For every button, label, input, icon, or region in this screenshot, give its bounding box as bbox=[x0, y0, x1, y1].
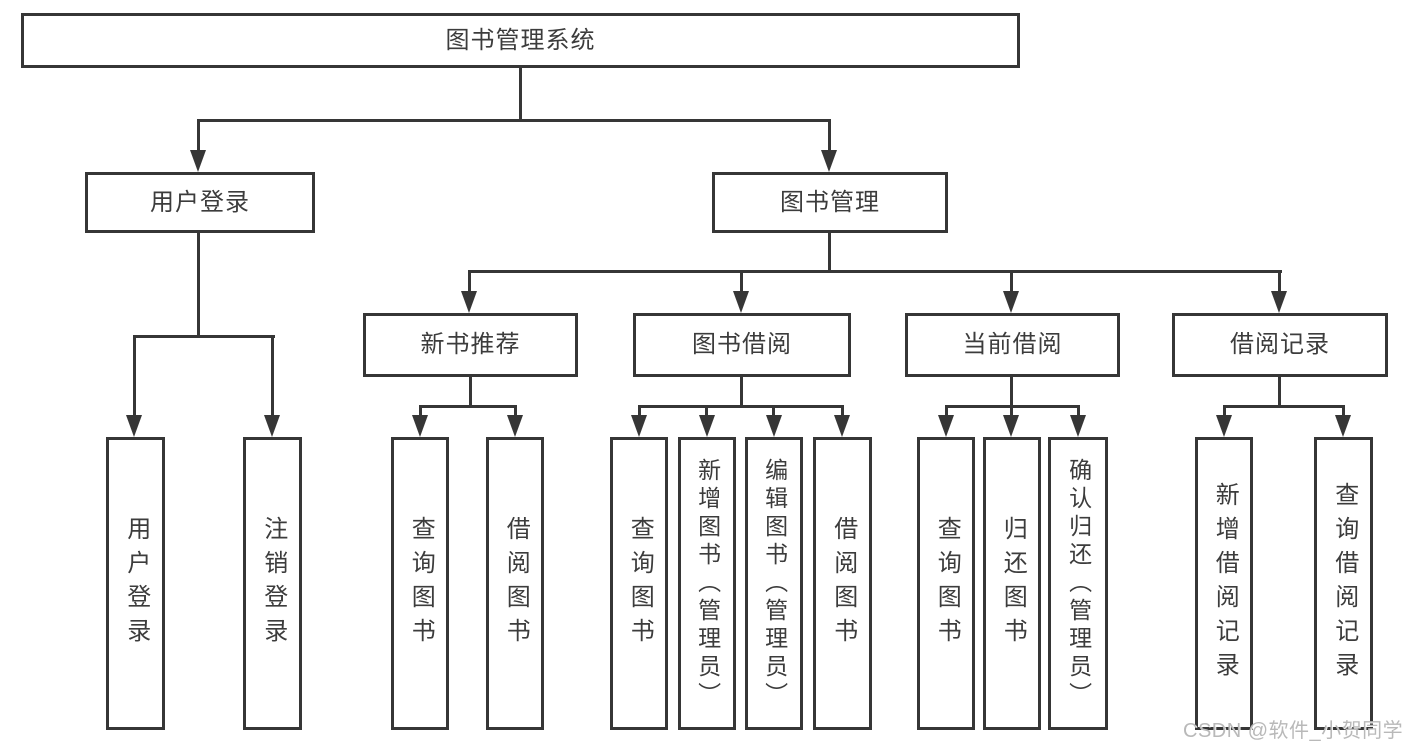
connector-line bbox=[945, 405, 948, 417]
connector-line bbox=[197, 119, 200, 152]
leaf-user-login-label: 用户登录 bbox=[122, 515, 150, 652]
leaf-edit-books-admin-label: 编辑图书︵管理员︶ bbox=[761, 457, 788, 710]
node-new-book-recommend: 新书推荐 bbox=[363, 313, 578, 377]
arrowhead-down-icon bbox=[1003, 291, 1019, 313]
node-new-book-recommend-label: 新书推荐 bbox=[420, 331, 521, 358]
connector-line bbox=[469, 377, 472, 408]
leaf-add-books-admin-label: 新增图书︵管理员︶ bbox=[694, 457, 721, 710]
arrowhead-down-icon bbox=[264, 415, 280, 437]
node-book-management-label: 图书管理 bbox=[780, 188, 880, 216]
node-book-borrow-label: 图书借阅 bbox=[692, 331, 792, 358]
arrowhead-down-icon bbox=[821, 150, 837, 172]
node-borrow-records: 借阅记录 bbox=[1172, 313, 1388, 377]
arrowhead-down-icon bbox=[1335, 415, 1351, 437]
connector-line bbox=[133, 335, 136, 417]
leaf-borrow-books-1-label: 借阅图书 bbox=[502, 515, 530, 652]
arrowhead-down-icon bbox=[631, 415, 647, 437]
leaf-return-books: 归还图书 bbox=[983, 437, 1041, 730]
arrowhead-down-icon bbox=[190, 150, 206, 172]
connector-line bbox=[828, 233, 831, 272]
leaf-query-books-3-label: 查询图书 bbox=[933, 515, 961, 652]
arrowhead-down-icon bbox=[938, 415, 954, 437]
node-library-system: 图书管理系统 bbox=[21, 13, 1020, 68]
connector-line bbox=[419, 405, 422, 417]
leaf-confirm-return-admin: 确认归还︵管理员︶ bbox=[1048, 437, 1108, 730]
leaf-borrow-books-1: 借阅图书 bbox=[486, 437, 544, 730]
arrowhead-down-icon bbox=[766, 415, 782, 437]
leaf-query-books-3: 查询图书 bbox=[917, 437, 975, 730]
leaf-query-books-1-label: 查询图书 bbox=[407, 515, 435, 652]
node-book-borrow: 图书借阅 bbox=[633, 313, 851, 377]
connector-line bbox=[638, 405, 844, 408]
connector-line bbox=[468, 270, 471, 293]
node-user-login: 用户登录 bbox=[85, 172, 315, 233]
connector-line bbox=[468, 270, 1282, 273]
arrowhead-down-icon bbox=[1003, 415, 1019, 437]
leaf-return-books-label: 归还图书 bbox=[999, 515, 1027, 652]
connector-line bbox=[1077, 405, 1080, 417]
connector-line bbox=[638, 405, 641, 417]
connector-line bbox=[133, 335, 275, 338]
node-library-system-label: 图书管理系统 bbox=[445, 26, 596, 54]
connector-line bbox=[514, 405, 517, 417]
leaf-query-borrow-record-label: 查询借阅记录 bbox=[1330, 481, 1358, 686]
connector-line bbox=[519, 67, 522, 120]
leaf-query-books-2-label: 查询图书 bbox=[626, 515, 654, 652]
node-current-borrow-label: 当前借阅 bbox=[962, 331, 1063, 358]
leaf-logout: 注销登录 bbox=[243, 437, 302, 730]
connector-line bbox=[1010, 270, 1013, 293]
leaf-query-borrow-record: 查询借阅记录 bbox=[1314, 437, 1373, 730]
arrowhead-down-icon bbox=[699, 415, 715, 437]
connector-line bbox=[1223, 405, 1345, 408]
leaf-add-borrow-record-label: 新增借阅记录 bbox=[1211, 481, 1239, 686]
connector-line bbox=[1010, 405, 1013, 417]
connector-line bbox=[197, 119, 831, 122]
watermark: CSDN @软件_小贺同学 bbox=[1183, 720, 1404, 742]
arrowhead-down-icon bbox=[1216, 415, 1232, 437]
arrowhead-down-icon bbox=[834, 415, 850, 437]
arrowhead-down-icon bbox=[461, 291, 477, 313]
node-user-login-label: 用户登录 bbox=[150, 188, 250, 216]
connector-line bbox=[1342, 405, 1345, 417]
leaf-query-books-2: 查询图书 bbox=[610, 437, 668, 730]
connector-line bbox=[740, 377, 743, 408]
leaf-confirm-return-admin-label: 确认归还︵管理员︶ bbox=[1065, 457, 1092, 710]
arrowhead-down-icon bbox=[412, 415, 428, 437]
connector-line bbox=[1223, 405, 1226, 417]
leaf-user-login: 用户登录 bbox=[106, 437, 165, 730]
arrowhead-down-icon bbox=[733, 291, 749, 313]
node-book-management: 图书管理 bbox=[712, 172, 948, 233]
connector-line bbox=[1010, 377, 1013, 408]
connector-line bbox=[271, 335, 274, 417]
connector-line bbox=[1278, 270, 1281, 293]
leaf-add-borrow-record: 新增借阅记录 bbox=[1195, 437, 1253, 730]
connector-line bbox=[740, 270, 743, 293]
node-current-borrow: 当前借阅 bbox=[905, 313, 1120, 377]
arrowhead-down-icon bbox=[1070, 415, 1086, 437]
connector-line bbox=[419, 405, 517, 408]
leaf-borrow-books-2: 借阅图书 bbox=[813, 437, 872, 730]
connector-line bbox=[1278, 377, 1281, 408]
leaf-logout-label: 注销登录 bbox=[259, 515, 287, 652]
arrowhead-down-icon bbox=[126, 415, 142, 437]
connector-line bbox=[197, 233, 200, 337]
arrowhead-down-icon bbox=[507, 415, 523, 437]
connector-line bbox=[841, 405, 844, 417]
leaf-borrow-books-2-label: 借阅图书 bbox=[829, 515, 857, 652]
leaf-query-books-1: 查询图书 bbox=[391, 437, 449, 730]
connector-line bbox=[705, 405, 708, 417]
node-borrow-records-label: 借阅记录 bbox=[1230, 331, 1330, 358]
leaf-add-books-admin: 新增图书︵管理员︶ bbox=[678, 437, 736, 730]
arrowhead-down-icon bbox=[1271, 291, 1287, 313]
leaf-edit-books-admin: 编辑图书︵管理员︶ bbox=[745, 437, 803, 730]
connector-line bbox=[772, 405, 775, 417]
connector-line bbox=[828, 119, 831, 152]
